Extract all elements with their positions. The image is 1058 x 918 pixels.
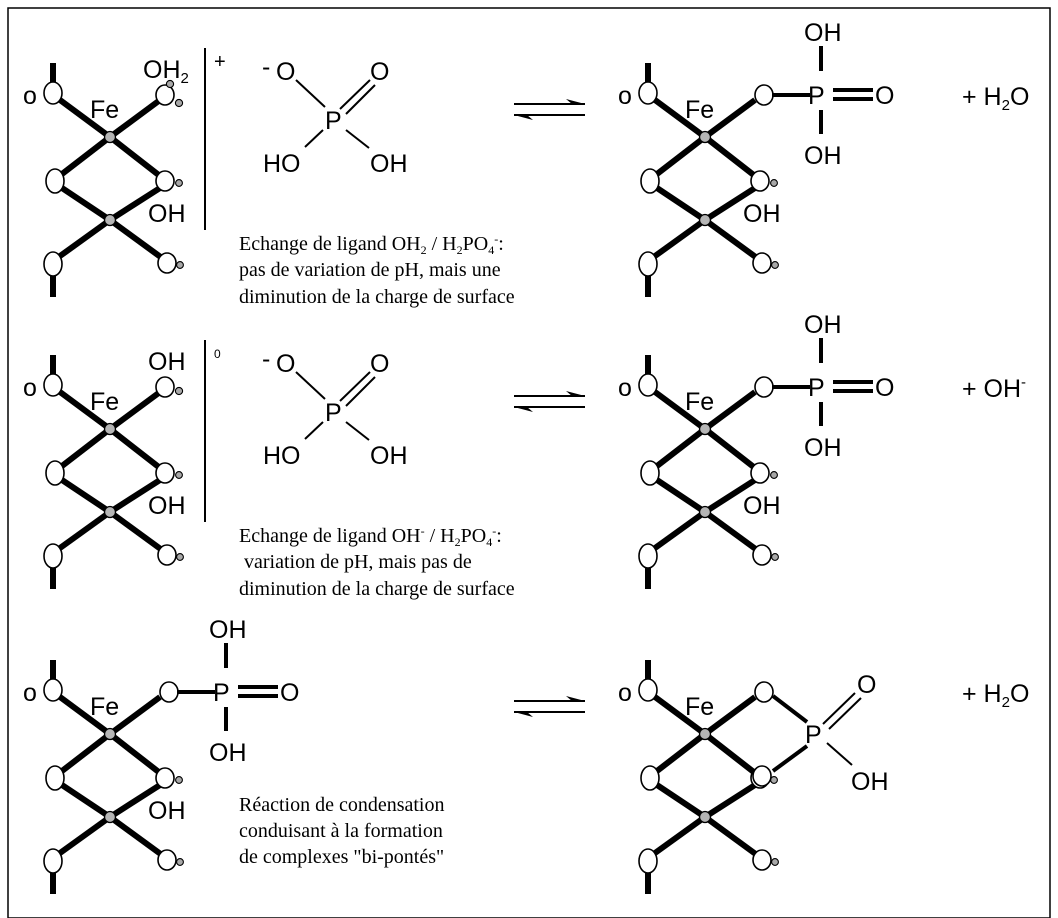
caption-line: Echange de ligand OH- / H2PO4-: — [239, 524, 502, 549]
hydroxyl-label: OH — [148, 348, 186, 376]
hydroxide-product: + OH- — [962, 374, 1026, 403]
aquo-oxygen — [155, 84, 175, 106]
hydroxyl-label: OH — [148, 200, 186, 228]
caption-line: pas de variation de pH, mais une — [239, 259, 501, 281]
caption-line: de complexes "bi-pontés" — [239, 846, 444, 868]
reactant-surface-1: OH2 OH + — [23, 48, 226, 297]
dihydrogen-phosphate-ion — [261, 344, 409, 471]
hydroxyl-label: OH — [148, 797, 186, 825]
diagram-frame — [7, 7, 1051, 918]
aquo-label: OH2 — [143, 56, 189, 87]
reaction-1: OH2 OH + OH + H2O Echange de ligand OH2 … — [23, 17, 1029, 308]
equilibrium-arrows — [513, 390, 586, 413]
caption-line: variation de pH, mais pas de — [239, 551, 472, 573]
phosphorus-label: P — [805, 721, 822, 749]
equilibrium-arrows — [513, 98, 586, 121]
water-product: + H2O — [962, 83, 1029, 114]
equilibrium-arrows — [513, 695, 586, 718]
product-surface-1: OH — [618, 17, 897, 297]
product-surface-2: OH — [618, 309, 897, 589]
caption-2: Echange de ligand OH- / H2PO4-: variatio… — [239, 524, 515, 600]
hydroxyl-label: OH — [743, 200, 781, 228]
dihydrogen-phosphate-ion — [261, 52, 409, 179]
caption-line: Echange de ligand OH2 / H2PO4-: — [239, 232, 504, 257]
hydroxyl-label: OH — [148, 492, 186, 520]
caption-3: Réaction de condensation conduisant à la… — [239, 794, 445, 868]
caption-1: Echange de ligand OH2 / H2PO4-: pas de v… — [239, 232, 515, 308]
hydroxyl-label: OH — [851, 768, 889, 796]
caption-line: conduisant à la formation — [239, 820, 443, 842]
surface-charge: 0 — [214, 347, 221, 361]
reactant-surface-3: OH — [23, 614, 302, 894]
reaction-3: OH P O OH + H2O Réaction de condensation… — [23, 614, 1029, 894]
reactant-surface-2: OH OH 0 — [23, 340, 221, 589]
caption-line: diminution de la charge de surface — [239, 286, 515, 308]
hydroxyl-label: OH — [743, 492, 781, 520]
surface-charge: + — [214, 51, 226, 73]
water-product: + H2O — [962, 680, 1029, 711]
caption-line: Réaction de condensation — [239, 794, 445, 816]
product-surface-3: P O OH — [618, 660, 889, 894]
oxygen-label: O — [857, 671, 876, 699]
caption-line: diminution de la charge de surface — [239, 578, 515, 600]
reaction-2: OH OH 0 OH + OH- Echange de ligand OH- /… — [23, 309, 1026, 600]
